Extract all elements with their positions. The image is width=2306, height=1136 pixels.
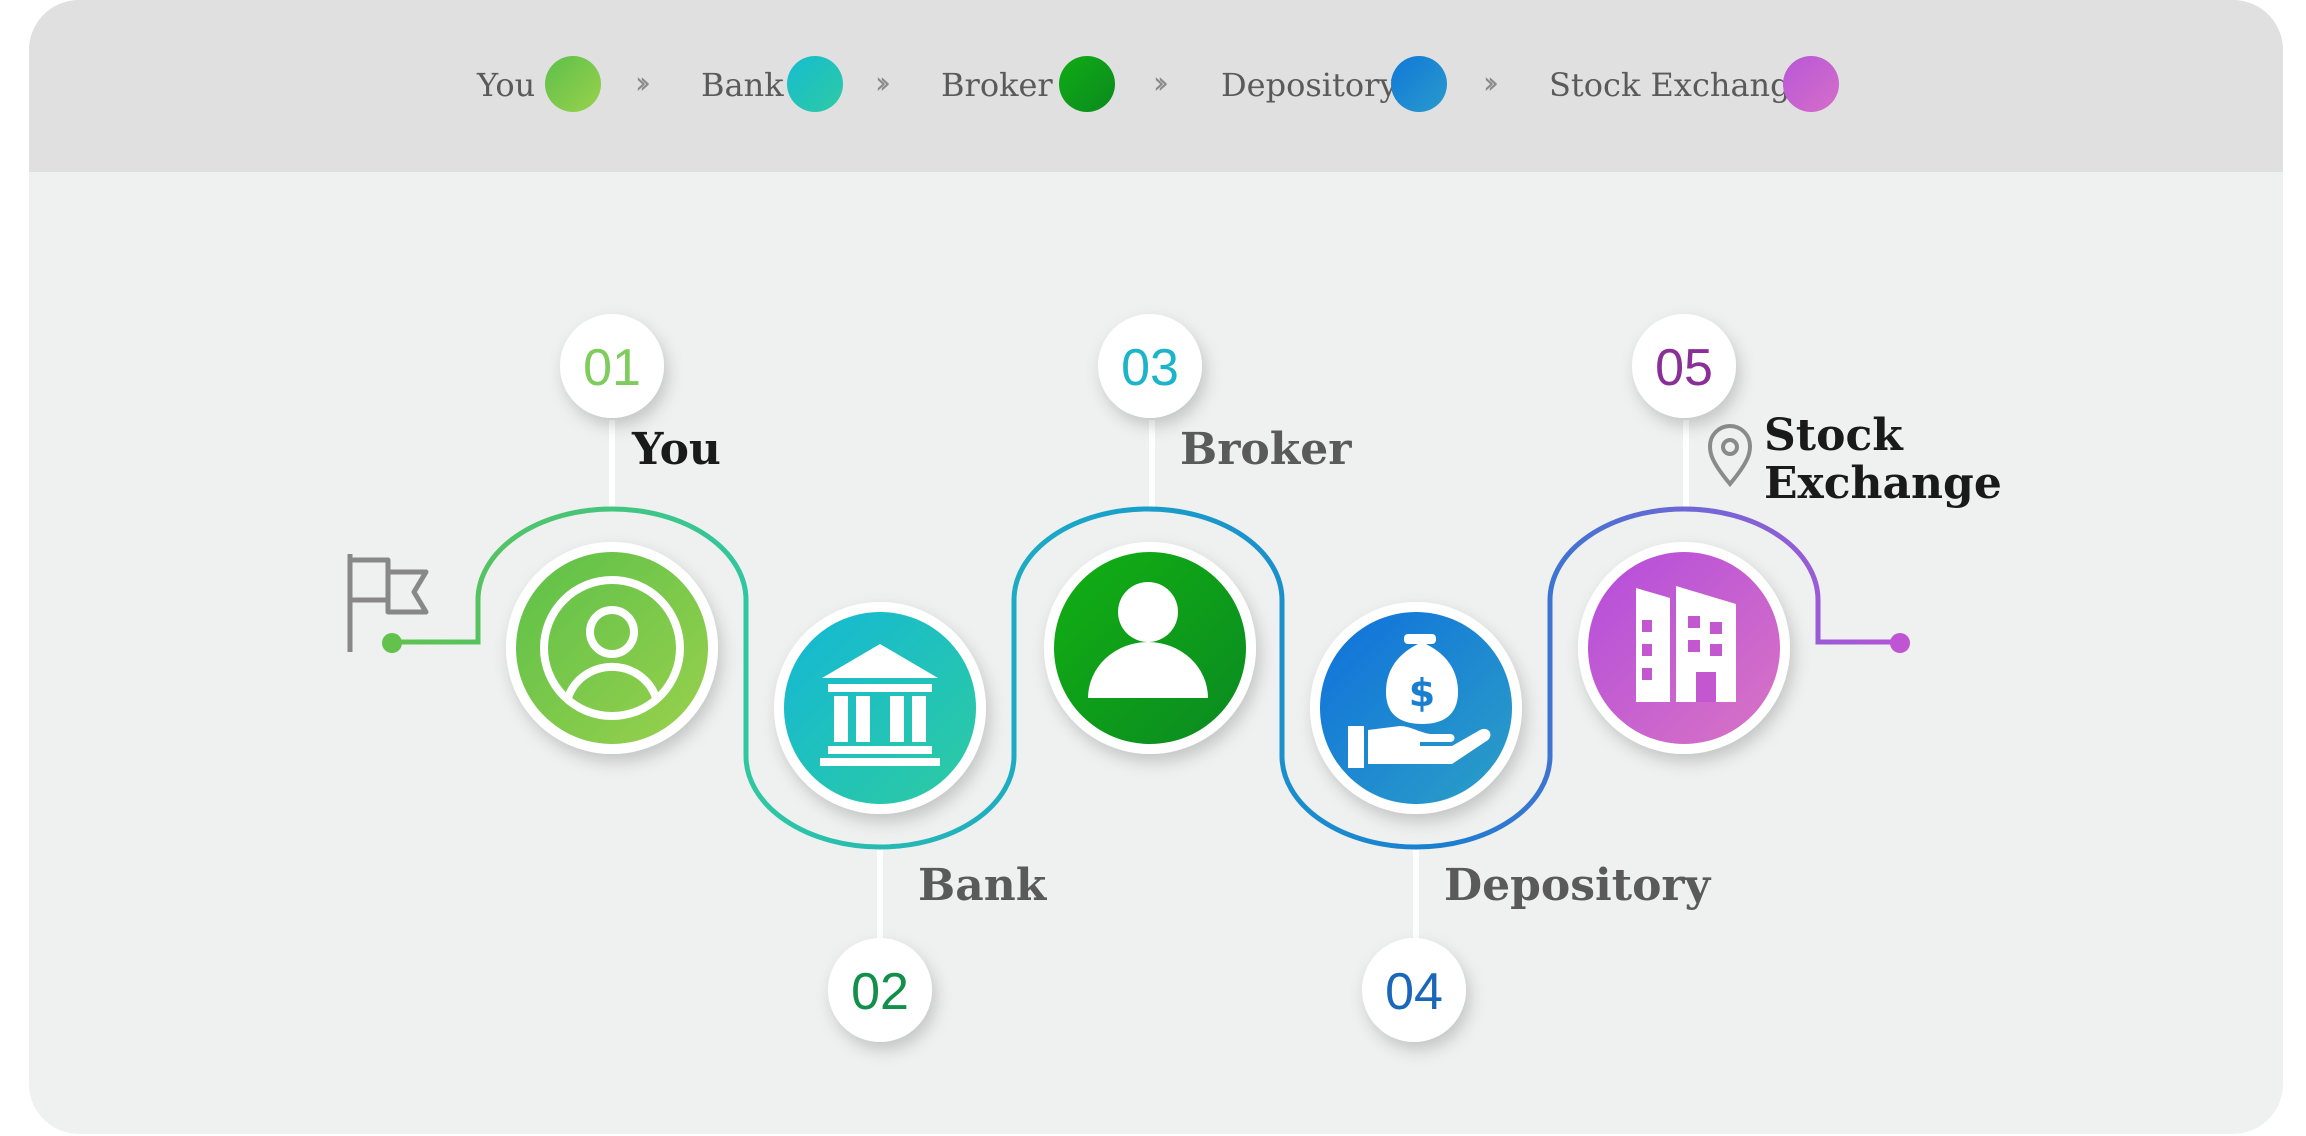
- step-number-04: 04: [1385, 963, 1443, 1021]
- start-dot: [382, 633, 402, 653]
- legend-label-you: You: [477, 66, 536, 104]
- step-number-03: 03: [1121, 339, 1179, 397]
- legend-label-depository: Depository: [1221, 66, 1398, 104]
- bank-icon: [820, 644, 940, 766]
- step-title-stock-exchange: Stock Exchange: [1764, 412, 2002, 508]
- legend-label-broker: Broker: [941, 66, 1053, 104]
- legend-bar: You ›› Bank ›› Broker ›› Depository ›› S…: [29, 0, 2283, 172]
- step-circle-you: [506, 542, 718, 754]
- step-title-depository: Depository: [1444, 860, 1711, 911]
- step-title-line2: Exchange: [1764, 458, 2002, 509]
- legend-label-bank: Bank: [701, 66, 784, 104]
- svg-text:$: $: [1409, 671, 1435, 715]
- building-icon: [1636, 586, 1736, 702]
- step-circle-bank: [774, 602, 986, 814]
- step-title-broker: Broker: [1180, 424, 1352, 475]
- process-card: You ›› Bank ›› Broker ›› Depository ›› S…: [29, 0, 2283, 1134]
- step-title-line1: Stock: [1764, 410, 1903, 461]
- user-icon: [540, 576, 684, 720]
- step-number-05: 05: [1655, 339, 1713, 397]
- money-hand-icon: $: [1348, 634, 1491, 768]
- step-title-bank: Bank: [918, 860, 1047, 911]
- legend-dot-stock-exchange: [1783, 56, 1839, 112]
- location-pin-icon: [1707, 424, 1753, 488]
- step-title-you: You: [632, 424, 721, 475]
- legend-dot-bank: [787, 56, 843, 112]
- step-number-02: 02: [851, 963, 909, 1021]
- flag-icon: [347, 554, 429, 652]
- number-badges: [560, 314, 1736, 1042]
- legend-label-stock-exchange: Stock Exchange: [1549, 66, 1810, 104]
- legend-dot-you: [545, 56, 601, 112]
- legend-dot-depository: [1391, 56, 1447, 112]
- person-icon: [1088, 582, 1208, 698]
- step-number-01: 01: [583, 339, 641, 397]
- flow-path: [392, 506, 1900, 850]
- legend-dot-broker: [1059, 56, 1115, 112]
- end-dot: [1890, 633, 1910, 653]
